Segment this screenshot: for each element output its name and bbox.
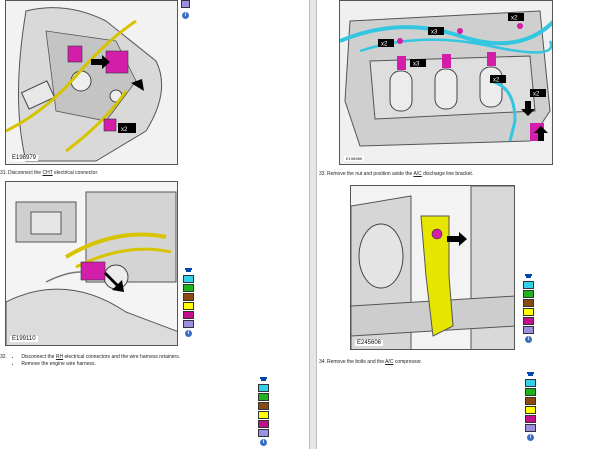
cht-link[interactable]: CHT xyxy=(42,170,53,176)
legend-3: i xyxy=(523,273,534,343)
info-icon[interactable]: i xyxy=(260,439,267,446)
ac-link[interactable]: A/C xyxy=(413,171,422,177)
step-32-bullet-1: Disconnect the RH electrical connectors … xyxy=(21,354,180,361)
callout-x3: x3 xyxy=(413,62,420,68)
callout-x3: x3 xyxy=(431,30,438,36)
info-icon[interactable]: i xyxy=(182,12,189,19)
engine-illustration-1: x2 xyxy=(6,1,177,164)
legend-label-icon xyxy=(183,267,194,273)
legend-swatch-cyan xyxy=(258,384,269,392)
legend-swatch-purple xyxy=(523,326,534,334)
legend-swatch-purple xyxy=(183,320,194,328)
legend-swatch-green xyxy=(523,290,534,298)
page-divider[interactable] xyxy=(309,0,317,449)
figure-id: E198989 xyxy=(344,156,365,161)
info-icon[interactable]: i xyxy=(527,434,534,441)
legend-swatch-yellow xyxy=(525,406,536,414)
rh-link[interactable]: RH xyxy=(55,354,64,360)
step-34: 34.Remove the bolts and the A/C compress… xyxy=(319,359,423,365)
legend-4: i xyxy=(525,371,536,441)
figure-e245606: E245606 xyxy=(350,185,515,350)
info-icon[interactable]: i xyxy=(525,336,532,343)
step-32-bullet-2: Remove the engine wire harness. xyxy=(21,361,180,368)
step-31: 31.Disconnect the CHT electrical connect… xyxy=(0,170,99,176)
legend-swatch-green xyxy=(183,284,194,292)
legend-label-icon xyxy=(525,371,536,377)
legend-swatch-yellow xyxy=(183,302,194,310)
legend-swatch-purple xyxy=(258,429,269,437)
legend-swatch-brown xyxy=(525,397,536,405)
legend-label-icon xyxy=(258,376,269,382)
legend-swatch-magenta xyxy=(258,420,269,428)
legend-2: i xyxy=(258,376,269,446)
step-33: 33.Remove the nut and position aside the… xyxy=(319,171,474,177)
figure-e198989: x2 x3 x2 x3 x2 x2 E198989 xyxy=(339,0,553,165)
legend-swatch-magenta xyxy=(523,317,534,325)
figure-e199110: E199110 xyxy=(5,181,178,346)
step-32: 32. Disconnect the RH electrical connect… xyxy=(0,354,180,368)
figure-id: E198979 xyxy=(10,155,39,161)
legend-swatch-purple xyxy=(181,0,190,8)
legend-swatch-yellow xyxy=(523,308,534,316)
figure-e198979: x2 E198979 xyxy=(5,0,178,165)
engine-illustration-3: x2 x3 x2 x3 x2 x2 xyxy=(340,1,552,164)
callout-x2: x2 xyxy=(381,42,388,48)
callout-x2: x2 xyxy=(533,92,540,98)
callout-x2: x2 xyxy=(121,127,128,133)
legend-swatch-yellow xyxy=(258,411,269,419)
compressor-illustration xyxy=(351,186,514,349)
legend-swatch-green xyxy=(258,393,269,401)
legend-swatch-cyan xyxy=(183,275,194,283)
legend-swatch-brown xyxy=(258,402,269,410)
legend-1: i xyxy=(183,267,194,337)
legend-swatch-cyan xyxy=(523,281,534,289)
right-page: x2 x3 x2 x3 x2 x2 E198989 33.Remove the … xyxy=(317,0,600,449)
figure-id: E199110 xyxy=(10,336,38,342)
legend-swatch-cyan xyxy=(525,379,536,387)
callout-x2: x2 xyxy=(493,78,500,84)
ac-link[interactable]: A/C xyxy=(385,359,394,365)
legend-swatch-magenta xyxy=(525,415,536,423)
engine-illustration-2 xyxy=(6,182,177,345)
legend-swatch-magenta xyxy=(183,311,194,319)
legend-label-icon xyxy=(523,273,534,279)
left-page: i x2 E198979 31.Disconnect the CHT elect… xyxy=(0,0,309,449)
legend-swatch-brown xyxy=(183,293,194,301)
callout-x2: x2 xyxy=(511,16,518,22)
info-icon[interactable]: i xyxy=(185,330,192,337)
legend-swatch-purple xyxy=(525,424,536,432)
figure-id: E245606 xyxy=(355,340,384,346)
legend-swatch-brown xyxy=(523,299,534,307)
legend-swatch-green xyxy=(525,388,536,396)
